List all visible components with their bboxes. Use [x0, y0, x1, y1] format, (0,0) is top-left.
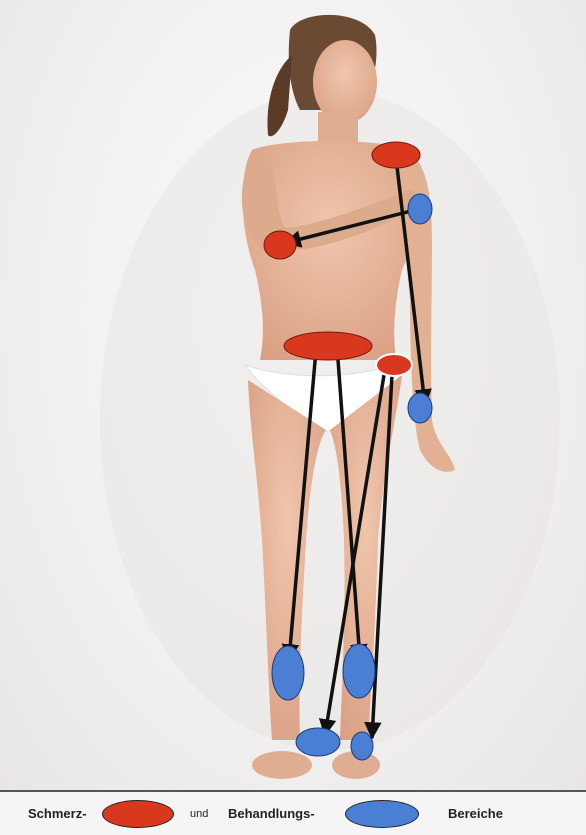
legend-treatment-label: Behandlungs- — [228, 806, 315, 821]
pain-area-hip — [376, 354, 412, 376]
pain-area-shoulder — [372, 142, 420, 168]
legend-treatment-swatch — [345, 800, 419, 828]
body-photo — [0, 0, 586, 790]
treatment-area-wrist — [408, 393, 432, 423]
left-foot — [252, 751, 312, 779]
treatment-area-right-calf — [343, 644, 375, 698]
treatment-area-upper-arm — [408, 194, 432, 224]
head — [313, 40, 377, 124]
treatment-area-left-ankle — [296, 728, 340, 756]
treatment-area-right-ankle — [351, 732, 373, 760]
legend-and-label: und — [190, 808, 208, 820]
legend-pain-swatch — [102, 800, 174, 828]
legend-pain-label: Schmerz- — [28, 806, 87, 821]
treatment-area-left-calf — [272, 646, 304, 700]
legend: Schmerz- und Behandlungs- Bereiche — [0, 790, 586, 835]
legend-areas-label: Bereiche — [448, 806, 503, 821]
pain-area-abdomen — [284, 332, 372, 360]
body-figure — [0, 0, 586, 790]
pain-area-elbow — [264, 231, 296, 259]
